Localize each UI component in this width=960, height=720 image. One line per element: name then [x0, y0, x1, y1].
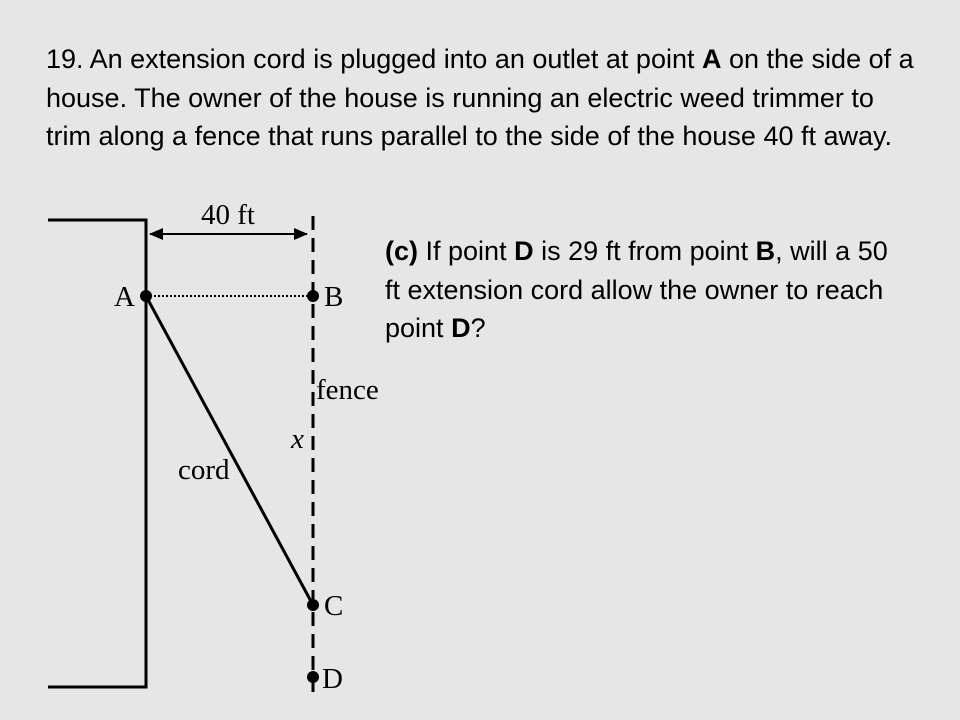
- label-a: A: [114, 281, 135, 313]
- point-a-ref: A: [701, 44, 722, 74]
- point-d-ref: D: [514, 236, 534, 266]
- subq-text-3: , will a 50 ft extension cord allow the …: [385, 236, 888, 343]
- point-c: [307, 599, 319, 611]
- problem-text-1: An extension cord is plugged into an out…: [89, 44, 702, 74]
- subq-text-4: ?: [470, 313, 486, 343]
- subquestion-label: (c): [385, 236, 418, 266]
- subq-text-1: If point: [425, 236, 515, 266]
- point-d-ref-2: D: [451, 313, 471, 343]
- fence-label: fence: [316, 374, 379, 406]
- problem-text-2: on the side of a house. The owner of the…: [46, 44, 914, 151]
- point-a: [140, 290, 152, 302]
- problem-number: 19.: [46, 44, 84, 74]
- distance-label: 40 ft: [201, 199, 255, 231]
- point-b: [307, 290, 319, 302]
- cord-label: cord: [178, 454, 230, 486]
- point-d: [307, 671, 319, 683]
- subq-text-2: is 29 ft from point: [533, 236, 756, 266]
- house-wall: [48, 218, 148, 689]
- cord-line: [144, 295, 315, 606]
- subquestion-c: (c) If point D is 29 ft from point B, wi…: [385, 232, 905, 348]
- label-b: B: [324, 281, 343, 313]
- x-label: x: [290, 423, 304, 455]
- label-d: D: [322, 663, 343, 695]
- label-c: C: [324, 590, 343, 622]
- problem-statement: 19. An extension cord is plugged into an…: [46, 40, 926, 156]
- point-b-ref: B: [755, 236, 776, 266]
